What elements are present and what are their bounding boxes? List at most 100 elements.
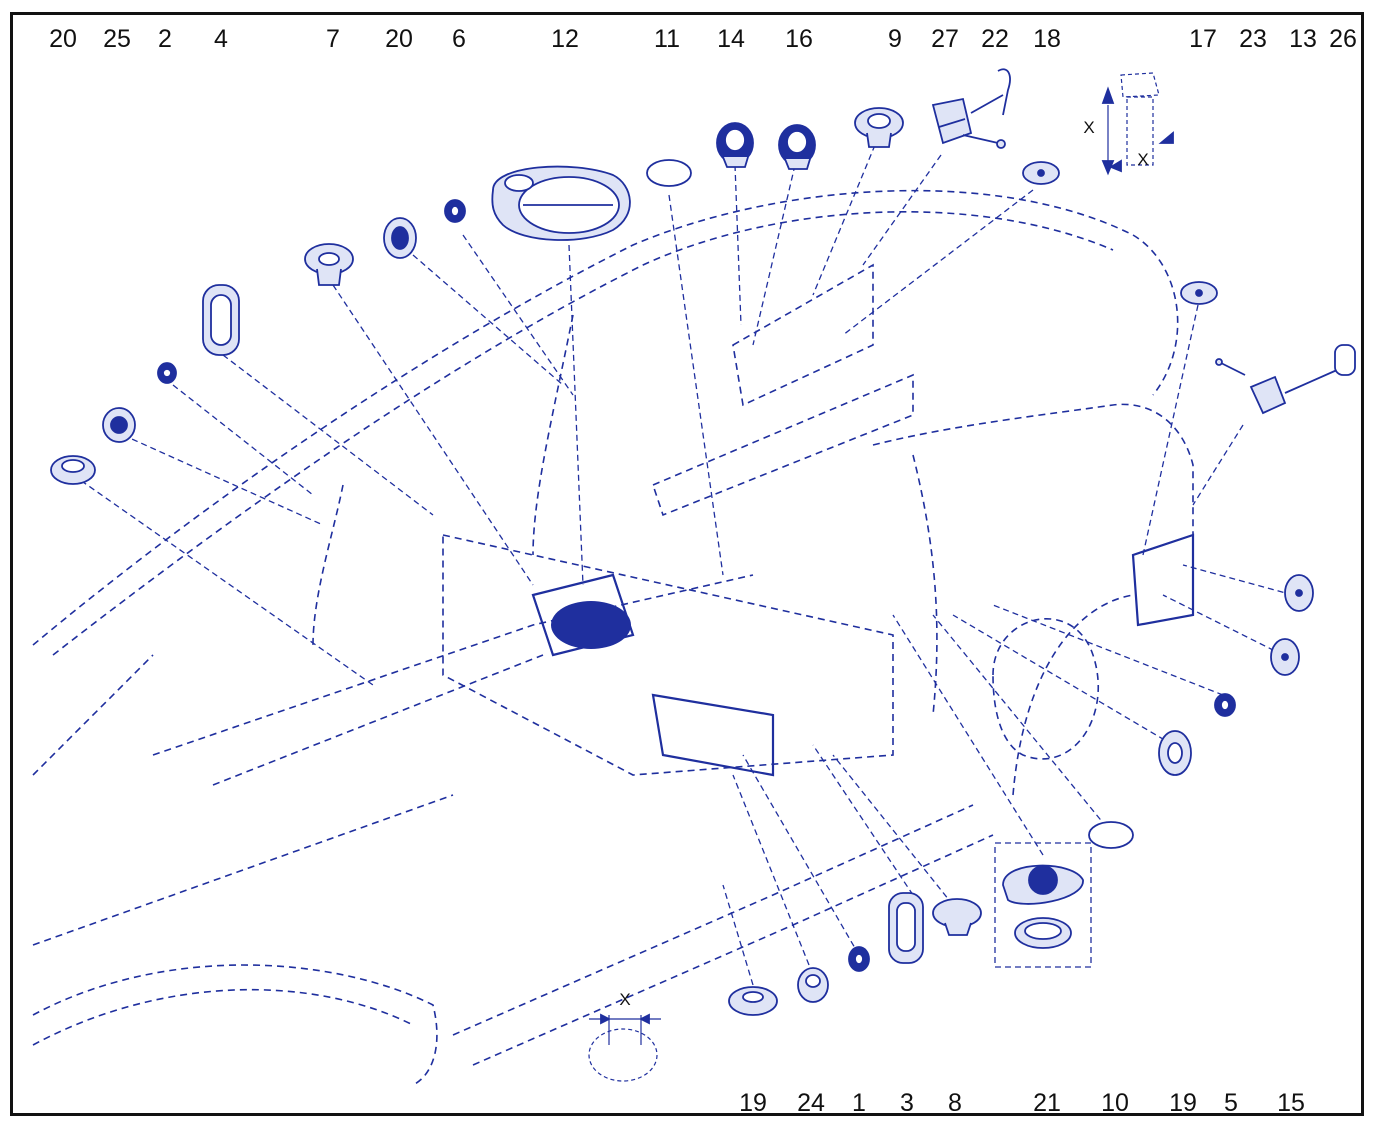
part-15-plug xyxy=(1270,638,1300,676)
callout-bottom: 21 xyxy=(1033,1089,1061,1117)
callout-top: 18 xyxy=(1033,25,1061,53)
part-18-plug xyxy=(1022,161,1060,185)
part-2-small-plug xyxy=(157,362,177,384)
leader-8 xyxy=(832,754,954,906)
large-filled-patch xyxy=(551,601,631,649)
leader-21 xyxy=(892,614,1044,856)
front-pillar xyxy=(312,484,344,646)
floor-outline xyxy=(442,534,894,776)
callout-top: 16 xyxy=(785,25,813,53)
leader-11 xyxy=(668,194,724,576)
callout-bottom: 8 xyxy=(948,1089,962,1117)
part-16-stepped-plug xyxy=(778,124,816,170)
roof-outline xyxy=(32,189,1179,646)
callout-bottom: 19 xyxy=(1169,1089,1197,1117)
leader-9 xyxy=(812,144,876,296)
exploded-body-diagram xyxy=(32,68,1356,1086)
leader-13 xyxy=(1182,564,1294,596)
callout-top: 9 xyxy=(888,25,902,53)
callout-top: 12 xyxy=(551,25,579,53)
leader-5 xyxy=(992,604,1224,696)
callout-top: 26 xyxy=(1329,25,1357,53)
leader-17 xyxy=(1142,304,1199,556)
lower-sweep-2 xyxy=(32,654,154,776)
part-12-large-cover xyxy=(491,165,631,241)
part-17-plug xyxy=(1180,281,1218,305)
part-21-cover-set xyxy=(994,842,1092,968)
leader-18 xyxy=(842,189,1034,336)
part-20-plug-left xyxy=(50,455,96,485)
callout-bottom: 15 xyxy=(1277,1089,1305,1117)
b-pillar xyxy=(532,314,574,556)
leader-20-mid xyxy=(412,254,564,386)
callout-bottom: 10 xyxy=(1101,1089,1129,1117)
part-8-plug xyxy=(932,898,982,936)
floor-detail xyxy=(651,693,775,777)
part-10-flat-patch xyxy=(1088,821,1134,849)
plug-dimension-detail xyxy=(588,1013,661,1082)
part-23-screw xyxy=(1215,358,1246,376)
callout-top: 2 xyxy=(158,25,172,53)
cross-member xyxy=(652,373,914,517)
leader-1 xyxy=(742,754,860,956)
leader-6 xyxy=(462,234,574,396)
rear-wheel-arch xyxy=(1012,594,1134,796)
part-25-grommet xyxy=(102,407,136,443)
leader-14 xyxy=(734,164,742,326)
part-19-grommet-right xyxy=(1158,730,1192,776)
callout-top: 23 xyxy=(1239,25,1267,53)
callout-top: 20 xyxy=(49,25,77,53)
leader-3 xyxy=(812,744,914,896)
part-20-grommet-mid xyxy=(383,217,417,259)
leader-16 xyxy=(752,164,796,346)
leader-4 xyxy=(222,354,434,516)
bolt-dimension-detail xyxy=(1101,72,1174,176)
right-sill xyxy=(452,804,974,1036)
dimension-x-label-bottom: X xyxy=(619,990,631,1009)
rear-detail xyxy=(1131,533,1195,627)
rear-wheel-circle xyxy=(992,618,1099,760)
callout-bottom: 1 xyxy=(852,1089,866,1117)
tunnel-detail xyxy=(531,573,635,657)
leader-7 xyxy=(332,284,534,586)
callout-top: 25 xyxy=(103,25,131,53)
callout-top: 22 xyxy=(981,25,1009,53)
part-7-clip-plug xyxy=(304,243,354,286)
callout-bottom: 19 xyxy=(739,1089,767,1117)
part-14-stepped-plug xyxy=(716,122,754,168)
leader-15 xyxy=(1162,594,1284,656)
front-wheel-arch-2 xyxy=(32,988,414,1046)
part-4-oval-plug xyxy=(202,284,240,356)
left-sill-lower xyxy=(212,654,544,786)
rear-pillar xyxy=(912,454,938,716)
part-11-flat-patch xyxy=(646,159,692,187)
dimension-x-label-top-right: X xyxy=(1137,150,1149,169)
callout-bottom: 3 xyxy=(900,1089,914,1117)
dimension-x-label-top: X xyxy=(1083,118,1095,137)
part-9-clip-plug xyxy=(854,107,904,148)
part-22-bolt xyxy=(962,68,1011,149)
callout-top: 4 xyxy=(214,25,228,53)
callout-bottom: 5 xyxy=(1224,1089,1238,1117)
leader-2 xyxy=(172,384,314,496)
part-13-plug xyxy=(1284,574,1314,612)
leader-27 xyxy=(862,154,942,266)
lower-sweep xyxy=(32,794,454,946)
callout-top: 6 xyxy=(452,25,466,53)
part-3-oval-plug xyxy=(888,892,924,964)
callout-top: 27 xyxy=(931,25,959,53)
rear-quarter xyxy=(872,403,1194,575)
part-1-small-plug xyxy=(848,946,870,972)
part-26-bracket xyxy=(1249,344,1356,415)
callout-top: 13 xyxy=(1289,25,1317,53)
callout-bottom: 24 xyxy=(797,1089,825,1117)
roof-outline-inner xyxy=(52,211,1114,656)
left-sill xyxy=(152,574,754,756)
diagram-frame: X X X 20 25 2 4 7 20 6 12 11 14 16 9 27 … xyxy=(10,12,1364,1116)
leader-25 xyxy=(122,434,324,526)
part-27-bracket xyxy=(931,94,1004,145)
callout-top: 11 xyxy=(654,25,680,53)
callout-top: 20 xyxy=(385,25,413,53)
part-6-small-plug xyxy=(444,199,466,223)
leader-19-bottom xyxy=(722,884,754,986)
